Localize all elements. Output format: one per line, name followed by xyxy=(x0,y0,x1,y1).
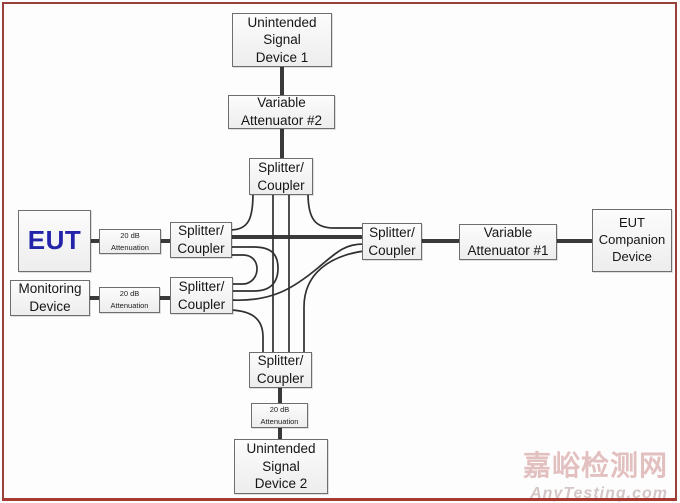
connector-splright-splbottom xyxy=(303,250,365,354)
box-label-line: Attenuation xyxy=(260,416,299,426)
box-label-line: Coupler xyxy=(177,241,225,256)
eut-companion-device-box: EUT Companion Device xyxy=(592,209,672,272)
box-label-line: Signal xyxy=(262,458,300,474)
connector-spltop-splright xyxy=(307,192,364,229)
connector-splmon-splbottom xyxy=(230,309,264,354)
box-label-line: EUT xyxy=(619,215,645,231)
attenuator-20db-bottom-box: 20 dB Attenuation xyxy=(251,403,308,428)
box-label-line: 20 dB xyxy=(269,404,290,414)
box-label-line: 20 dB xyxy=(119,289,140,298)
box-label-line: Unintended xyxy=(246,441,316,457)
attenuator-20db-monitoring-box: 20 dB Attenuation xyxy=(99,287,160,313)
connector-spleut-splmon-inner-u xyxy=(230,254,258,285)
box-label-line: Splitter/ xyxy=(258,159,304,175)
box-label-line: Device xyxy=(29,299,71,314)
unintended-signal-device-2-box: Unintended Signal Device 2 xyxy=(234,439,328,494)
box-label-line: Coupler xyxy=(256,371,305,386)
box-label-line: Variable xyxy=(483,225,533,241)
box-label-line: Attenuation xyxy=(111,242,149,252)
connector-splmon-splright xyxy=(230,243,365,301)
box-label-line: 20 dB xyxy=(120,230,140,240)
box-label-line: Signal xyxy=(263,32,301,48)
box-label-line: Splitter/ xyxy=(178,278,225,294)
box-label-line: Splitter/ xyxy=(369,224,415,240)
box-label-line: Coupler xyxy=(177,296,226,312)
box-label-line: Attenuator #1 xyxy=(467,243,549,258)
attenuator-20db-eut-box: 20 dB Attenuation xyxy=(99,229,161,254)
splitter-coupler-top-box: Splitter/ Coupler xyxy=(249,158,313,195)
eut-box: EUT xyxy=(18,210,91,272)
box-label-line: Attenuation xyxy=(110,301,149,310)
box-label-line: Companion xyxy=(598,232,666,248)
box-label-line: Splitter/ xyxy=(178,223,224,239)
box-label-line: Coupler xyxy=(257,177,305,193)
splitter-coupler-bottom-box: Splitter/ Coupler xyxy=(249,352,312,388)
variable-attenuator-2-box: Variable Attenuator #2 xyxy=(228,95,335,129)
box-label-line: Coupler xyxy=(368,242,416,258)
box-label-line: Splitter/ xyxy=(257,353,304,369)
monitoring-device-box: Monitoring Device xyxy=(10,280,90,316)
box-label-line: EUT xyxy=(27,225,82,256)
box-label-line: Variable xyxy=(257,95,306,111)
variable-attenuator-1-box: Variable Attenuator #1 xyxy=(459,224,557,260)
box-label-line: Attenuator #2 xyxy=(240,113,323,128)
splitter-coupler-eut-box: Splitter/ Coupler xyxy=(170,222,232,258)
splitter-coupler-right-box: Splitter/ Coupler xyxy=(362,223,422,260)
splitter-coupler-monitoring-box: Splitter/ Coupler xyxy=(170,277,233,314)
unintended-signal-device-1-box: Unintended Signal Device 1 xyxy=(232,13,332,67)
box-label-line: Device 1 xyxy=(255,49,309,65)
box-label-line: Device xyxy=(612,248,652,264)
box-label-line: Device 2 xyxy=(254,476,308,492)
box-label-line: Monitoring xyxy=(18,281,82,297)
box-label-line: Unintended xyxy=(247,14,317,30)
connector-spleut-splmon-outer-u xyxy=(230,246,279,292)
connector-spltop-spleut xyxy=(229,192,254,231)
